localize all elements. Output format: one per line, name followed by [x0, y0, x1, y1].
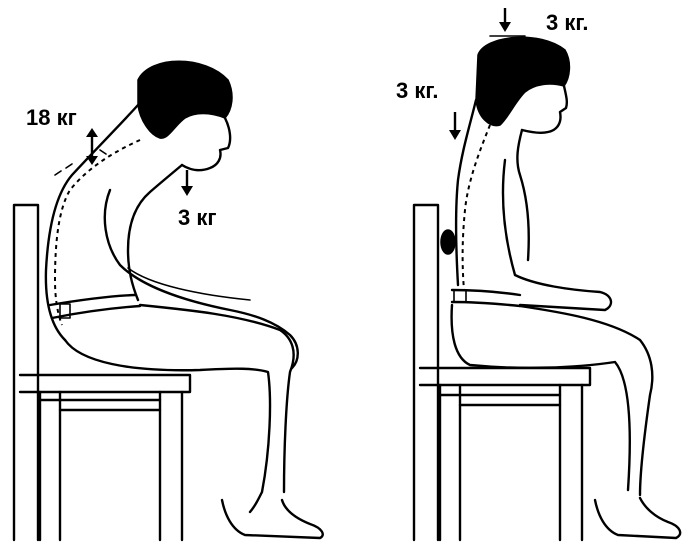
- left-chest: [128, 165, 182, 300]
- upright-figure: 3 кг. 3 кг.: [396, 8, 680, 540]
- left-head-arrow: [181, 170, 193, 196]
- right-top-load-label: 3 кг.: [546, 10, 588, 35]
- right-belt: [452, 290, 520, 306]
- right-head-arrow: [449, 112, 461, 140]
- left-face: [182, 118, 230, 170]
- left-belt: [50, 295, 140, 318]
- right-face: [522, 86, 567, 133]
- right-chest: [517, 130, 528, 260]
- left-neck-arrows: [55, 128, 106, 175]
- right-chair: [414, 205, 590, 540]
- right-back: [456, 100, 476, 285]
- right-spine: [463, 125, 490, 290]
- left-hair: [138, 61, 232, 138]
- right-arm: [503, 160, 611, 310]
- left-head-load-label: 3 кг: [178, 205, 217, 230]
- right-hair: [476, 37, 569, 125]
- slouched-figure: 18 кг 3 кг: [14, 61, 323, 540]
- right-top-arrow: [490, 8, 525, 36]
- left-chair: [14, 205, 190, 540]
- left-neck-load-label: 18 кг: [26, 105, 77, 130]
- left-foot: [222, 500, 323, 538]
- right-head-load-label: 3 кг.: [396, 78, 438, 103]
- right-foot: [595, 498, 680, 538]
- left-leg: [65, 340, 270, 512]
- lumbar-pad: [441, 230, 455, 254]
- right-leg: [452, 305, 630, 490]
